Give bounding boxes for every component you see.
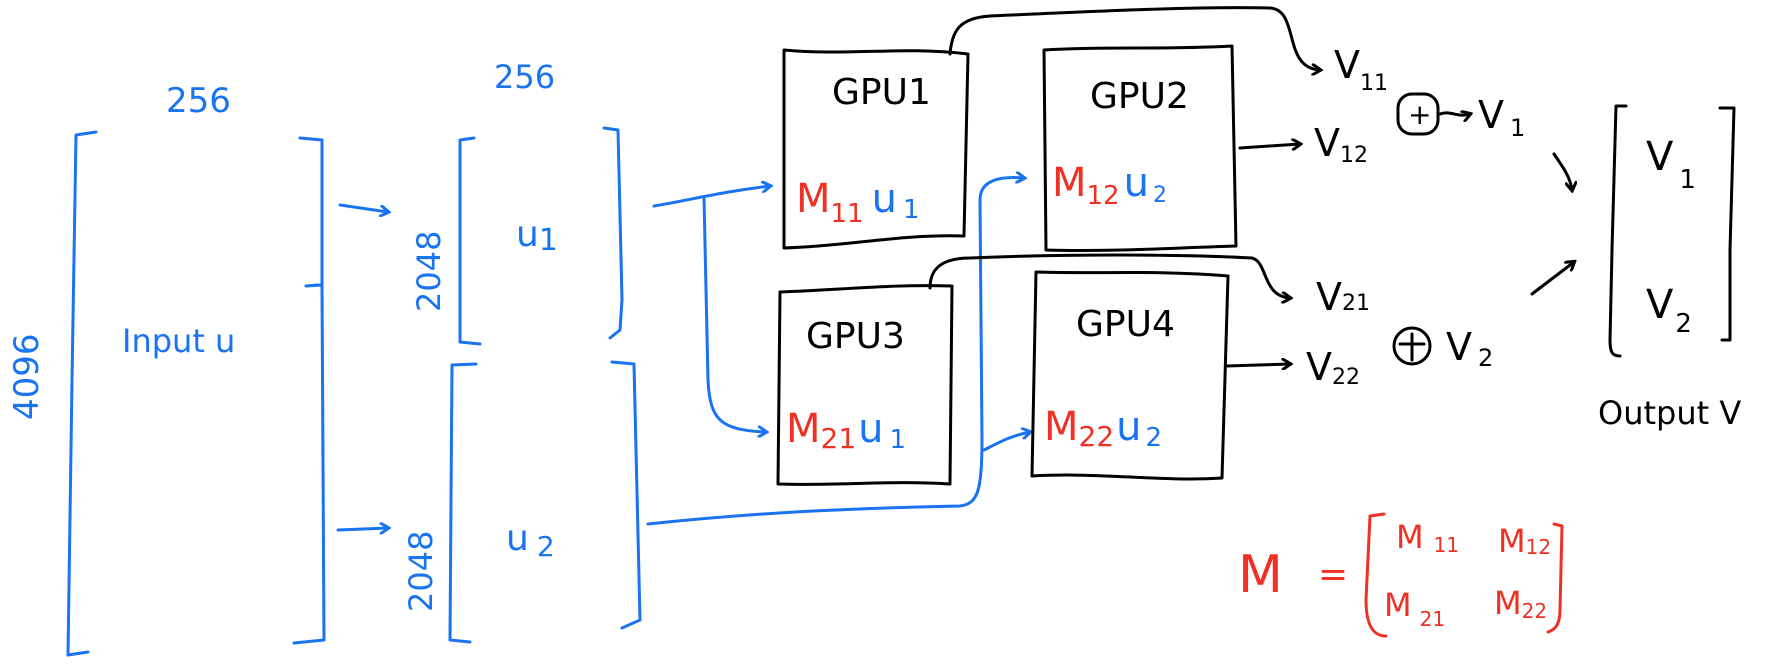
matrix-right-bracket xyxy=(1546,522,1564,634)
arrow-v1-to-output xyxy=(1552,152,1572,190)
wire-gpu2-to-v12 xyxy=(1238,144,1300,148)
output-row2: V2 xyxy=(1646,282,1692,339)
split-arrow-top xyxy=(338,203,388,212)
matrix-entry-22: M22 xyxy=(1494,584,1547,623)
input-left-bracket xyxy=(66,130,98,657)
v11-label: V11 xyxy=(1334,43,1388,96)
arrow-v2-to-output xyxy=(1530,262,1574,296)
wire-u1-to-gpu3 xyxy=(702,196,766,432)
matrix-left-bracket xyxy=(1364,512,1388,638)
input-height-label: 4096 xyxy=(7,333,47,420)
u1-height-label: 2048 xyxy=(410,231,448,312)
u2-height-label: 2048 xyxy=(402,531,440,612)
wire-u1-to-gpu1 xyxy=(652,186,770,208)
u1-left-bracket xyxy=(458,136,482,346)
u1-label: u1 xyxy=(516,214,558,258)
u1-block: 256 2048 u1 xyxy=(410,58,624,346)
sum-top-arrow xyxy=(1438,113,1470,115)
output-right-bracket xyxy=(1718,106,1736,342)
input-width-label: 256 xyxy=(166,81,231,121)
gpu1-label: GPU1 xyxy=(832,72,931,113)
gpu3-label: GPU3 xyxy=(806,316,905,357)
split-arrow-bottom xyxy=(336,528,388,530)
input-matrix: 256 4096 Input u xyxy=(7,81,326,657)
plus-symbol-bottom xyxy=(1398,332,1426,362)
u2-right-bracket xyxy=(610,360,642,630)
matrix-entry-12: M12 xyxy=(1498,522,1551,560)
u1-width-label: 256 xyxy=(494,58,555,96)
v12-label: V12 xyxy=(1314,121,1368,168)
plus-symbol-top: + xyxy=(1408,98,1431,131)
u2-left-bracket xyxy=(448,362,478,644)
plus-circle-icon xyxy=(1392,326,1432,366)
matrix-equals: = xyxy=(1318,554,1348,595)
wire-gpu1-to-v11 xyxy=(948,6,1320,70)
gpu2-label: GPU2 xyxy=(1090,76,1189,117)
u1-right-bracket xyxy=(602,126,624,340)
gpu4-label: GPU4 xyxy=(1076,304,1175,345)
output-label: Output V xyxy=(1598,394,1741,432)
input-label: Input u xyxy=(122,322,235,360)
wire-gpu4-to-v22 xyxy=(1224,364,1290,366)
wire-u2-to-gpu4 xyxy=(982,432,1030,452)
plus-circle-icon xyxy=(1396,92,1440,136)
input-right-bracket xyxy=(292,136,326,645)
v22-label: V22 xyxy=(1306,345,1360,390)
v21-label: V21 xyxy=(1316,275,1370,319)
output-left-bracket xyxy=(1608,104,1628,358)
wire-u2-to-gpu2 xyxy=(646,178,1024,526)
wire-gpu3-to-v21 xyxy=(928,253,1290,298)
matrix-lhs: M xyxy=(1238,545,1283,605)
